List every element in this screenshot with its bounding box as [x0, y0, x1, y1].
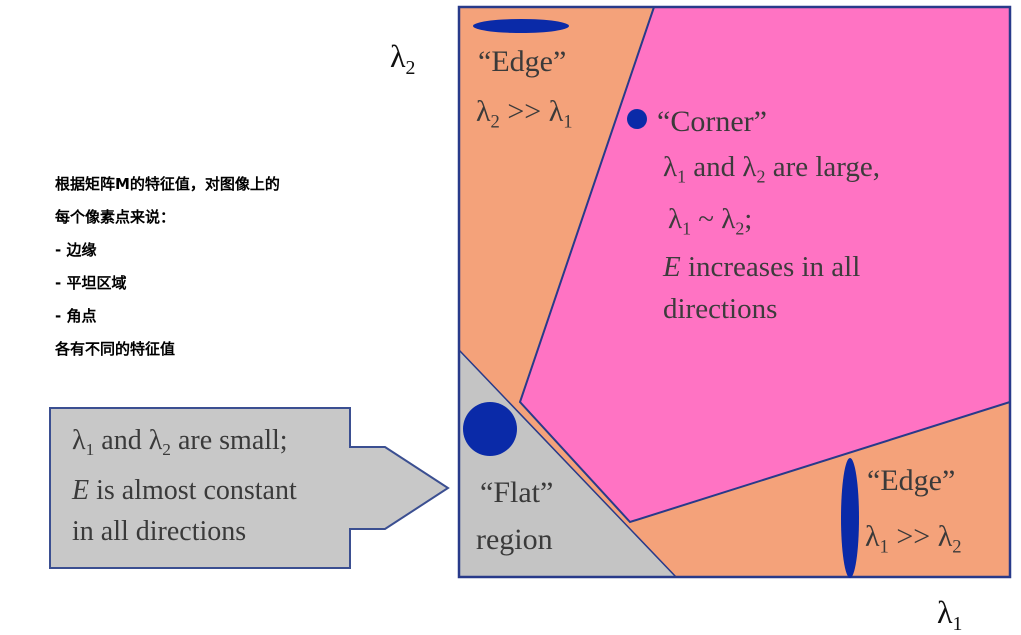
callout-line-3: in all directions — [72, 516, 247, 547]
flat-title: “Flat” — [480, 476, 554, 509]
note-line-2: 每个像素点来说： — [55, 208, 176, 226]
plot-border — [457, 5, 1012, 579]
corner-line-2: λ1 ~ λ2; — [668, 203, 753, 239]
flat-subtitle: region — [476, 523, 553, 556]
note-line-3: - 边缘 — [55, 241, 97, 259]
x-axis-label: λ1 — [937, 594, 963, 635]
edge-right-title: “Edge” — [867, 464, 956, 497]
note-line-5: - 角点 — [55, 307, 97, 325]
note-line-4: - 平坦区域 — [55, 274, 127, 292]
corner-title: “Corner” — [657, 105, 767, 138]
callout-line-1: λ1 and λ2 are small; — [72, 425, 288, 460]
note-line-1: 根据矩阵M的特征值，对图像上的 — [55, 175, 280, 193]
callout-arrow — [49, 407, 450, 569]
vertical-ellipse-marker — [841, 458, 859, 578]
y-axis-label: λ2 — [390, 38, 416, 79]
corner-line-3: E increases in all — [663, 251, 861, 283]
callout-line-2: E is almost constant — [72, 475, 297, 506]
corner-dot-marker — [627, 109, 647, 129]
flat-circle-marker — [463, 402, 517, 456]
edge-top-title: “Edge” — [478, 45, 567, 78]
horizontal-ellipse-marker — [473, 19, 569, 33]
corner-line-1: λ1 and λ2 are large, — [663, 151, 881, 187]
edge-top-condition: λ2 >> λ1 — [476, 95, 573, 133]
note-line-6: 各有不同的特征值 — [55, 340, 176, 358]
corner-line-4: directions — [663, 293, 778, 325]
edge-right-condition: λ1 >> λ2 — [865, 520, 962, 558]
